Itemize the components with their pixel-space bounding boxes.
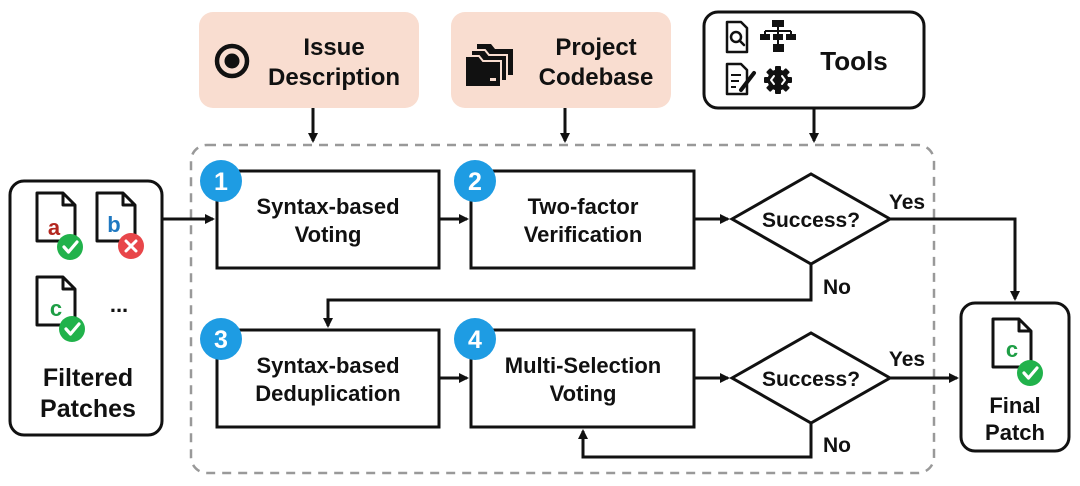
tools-input: Tools [702,10,926,110]
codebase-label-line1: Project [555,34,636,61]
file-edit-icon [725,62,756,96]
patch-c-doc: c [35,275,87,344]
step-1-line2: Voting [295,222,362,247]
arrow-decision2-no-loop-to-step4 [578,423,813,459]
issue-description-input: Issue Description [199,12,419,108]
check-icon [1015,358,1045,388]
process-region [189,143,936,475]
step-1-number: 1 [214,168,228,196]
step-2-number: 2 [468,168,482,196]
decision-2-yes: Yes [889,348,925,371]
step-3-badge: 3 [200,318,242,360]
patch-c-letter: c [50,296,62,321]
final-label-line1: Final [989,393,1040,418]
target-icon [214,43,250,79]
step-4-badge: 4 [454,318,496,360]
decision-2-diamond: Success? [728,331,894,425]
patch-b-letter: b [107,212,120,237]
step-3-line2: Deduplication [255,381,400,406]
decision-2-no: No [823,434,851,457]
folders-icon [464,44,513,88]
decision-1-no: No [823,276,851,299]
file-search-icon [725,20,749,54]
step-1-box: Syntax-based Voting [215,169,441,270]
step-3-box: Syntax-based Deduplication [215,328,441,429]
step-2-line2: Verification [524,222,643,247]
cross-icon [118,233,144,259]
check-icon [55,232,85,262]
project-codebase-input: Project Codebase [451,12,671,108]
file-tree-icon [760,20,796,52]
step-3-number: 3 [214,326,228,354]
final-patch-doc: c [991,317,1045,388]
final-label-line2: Patch [985,420,1045,445]
more-ellipsis: ... [110,292,128,317]
issue-label-line1: Issue [303,34,364,61]
codebase-label-line2: Codebase [539,64,654,91]
filtered-patches-box: a b c ... Filtered Patches [8,179,164,437]
issue-label-line2: Description [268,64,400,91]
decision-1-yes: Yes [889,191,925,214]
filtered-label-line1: Filtered [43,364,133,392]
arrow-decision1-no-to-step3 [323,264,813,328]
patch-a-doc: a [35,191,85,262]
final-patch-letter: c [1006,337,1018,362]
arrow-decision1-yes-to-final [890,217,1020,301]
step-4-number: 4 [468,326,482,354]
tools-label: Tools [820,46,887,76]
step-1-badge: 1 [200,160,242,202]
step-4-line2: Voting [550,381,617,406]
step-2-box: Two-factor Verification [469,169,696,270]
patch-b-doc: b [95,191,144,259]
check-icon [57,314,87,344]
step-3-line1: Syntax-based [256,353,399,378]
step-2-line1: Two-factor [528,194,639,219]
step-1-line1: Syntax-based [256,194,399,219]
step-4-box: Multi-Selection Voting [469,328,696,429]
decision-1-label: Success? [762,209,860,232]
code-gear-icon [764,66,792,94]
filtered-label-line2: Patches [40,395,136,423]
step-2-badge: 2 [454,160,496,202]
patch-a-letter: a [48,215,61,240]
decision-1-diamond: Success? [728,172,894,266]
step-4-line1: Multi-Selection [505,353,661,378]
decision-2-label: Success? [762,368,860,391]
final-patch-box: c Final Patch [959,301,1071,453]
